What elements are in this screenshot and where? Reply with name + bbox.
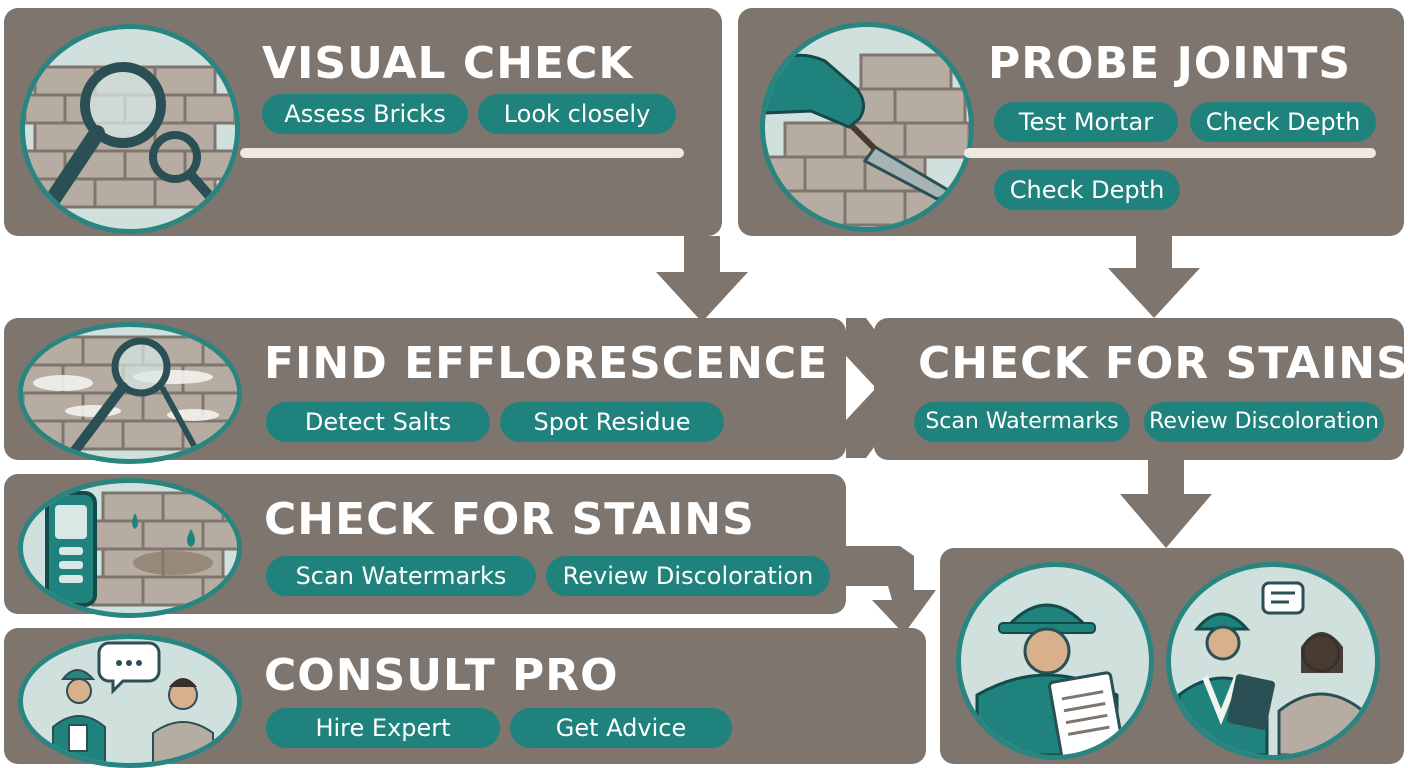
step-title: CHECK FOR STAINS [918,338,1408,389]
step-probe-joints: PROBE JOINTS Test Mortar Check Depth Che… [738,8,1404,236]
step-check-stains-right: CHECK FOR STAINS Scan Watermarks Review … [874,318,1408,460]
step-final-inspection [940,548,1404,764]
step-title: VISUAL CHECK [262,38,634,89]
step-visual-check: VISUAL CHECK Assess Bricks Look closely [4,8,722,236]
step-consult-pro: CONSULT PRO Hire Expert Get Advice [4,628,926,768]
tag-look-closely: Look closely [478,94,676,134]
step-check-stains-left: CHECK FOR STAINS Scan Watermarks Review … [4,474,846,618]
tag-get-advice: Get Advice [510,708,732,748]
tag-assess-bricks: Assess Bricks [262,94,468,134]
tag-check-depth: Check Depth [1190,102,1376,142]
tag-check-depth: Check Depth [994,170,1180,210]
progress-connector [964,148,1376,158]
consultation-people-icon [18,634,242,768]
tag-scan-watermarks: Scan Watermarks [266,556,536,596]
step-find-efflorescence: FIND EFFLORESCENCE Detect Salts Spot Res… [4,318,846,464]
tag-spot-residue: Spot Residue [500,402,724,442]
moisture-meter-icon [18,478,242,618]
tag-test-mortar: Test Mortar [994,102,1178,142]
tag-review-discoloration: Review Discoloration [1144,402,1384,442]
arrow-down-1 [656,236,748,322]
tag-scan-watermarks: Scan Watermarks [914,402,1130,442]
magnifier-salt-deposit-icon [18,322,242,464]
step-title: CHECK FOR STAINS [264,494,755,545]
magnifier-brick-wall-icon [20,24,240,234]
step-title: PROBE JOINTS [988,38,1352,89]
tag-hire-expert: Hire Expert [266,708,500,748]
step-title: CONSULT PRO [264,650,619,701]
step-title: FIND EFFLORESCENCE [264,338,829,389]
progress-connector [240,148,684,158]
gloved-hand-trowel-icon [760,22,974,232]
consultation-people-icon [1166,562,1380,760]
inspector-with-clipboard-icon [956,562,1154,760]
tag-detect-salts: Detect Salts [266,402,490,442]
arrow-down-3 [1120,458,1212,548]
arrow-bend-1 [846,546,936,634]
tag-review-discoloration: Review Discoloration [546,556,830,596]
arrow-down-2 [1108,236,1200,318]
